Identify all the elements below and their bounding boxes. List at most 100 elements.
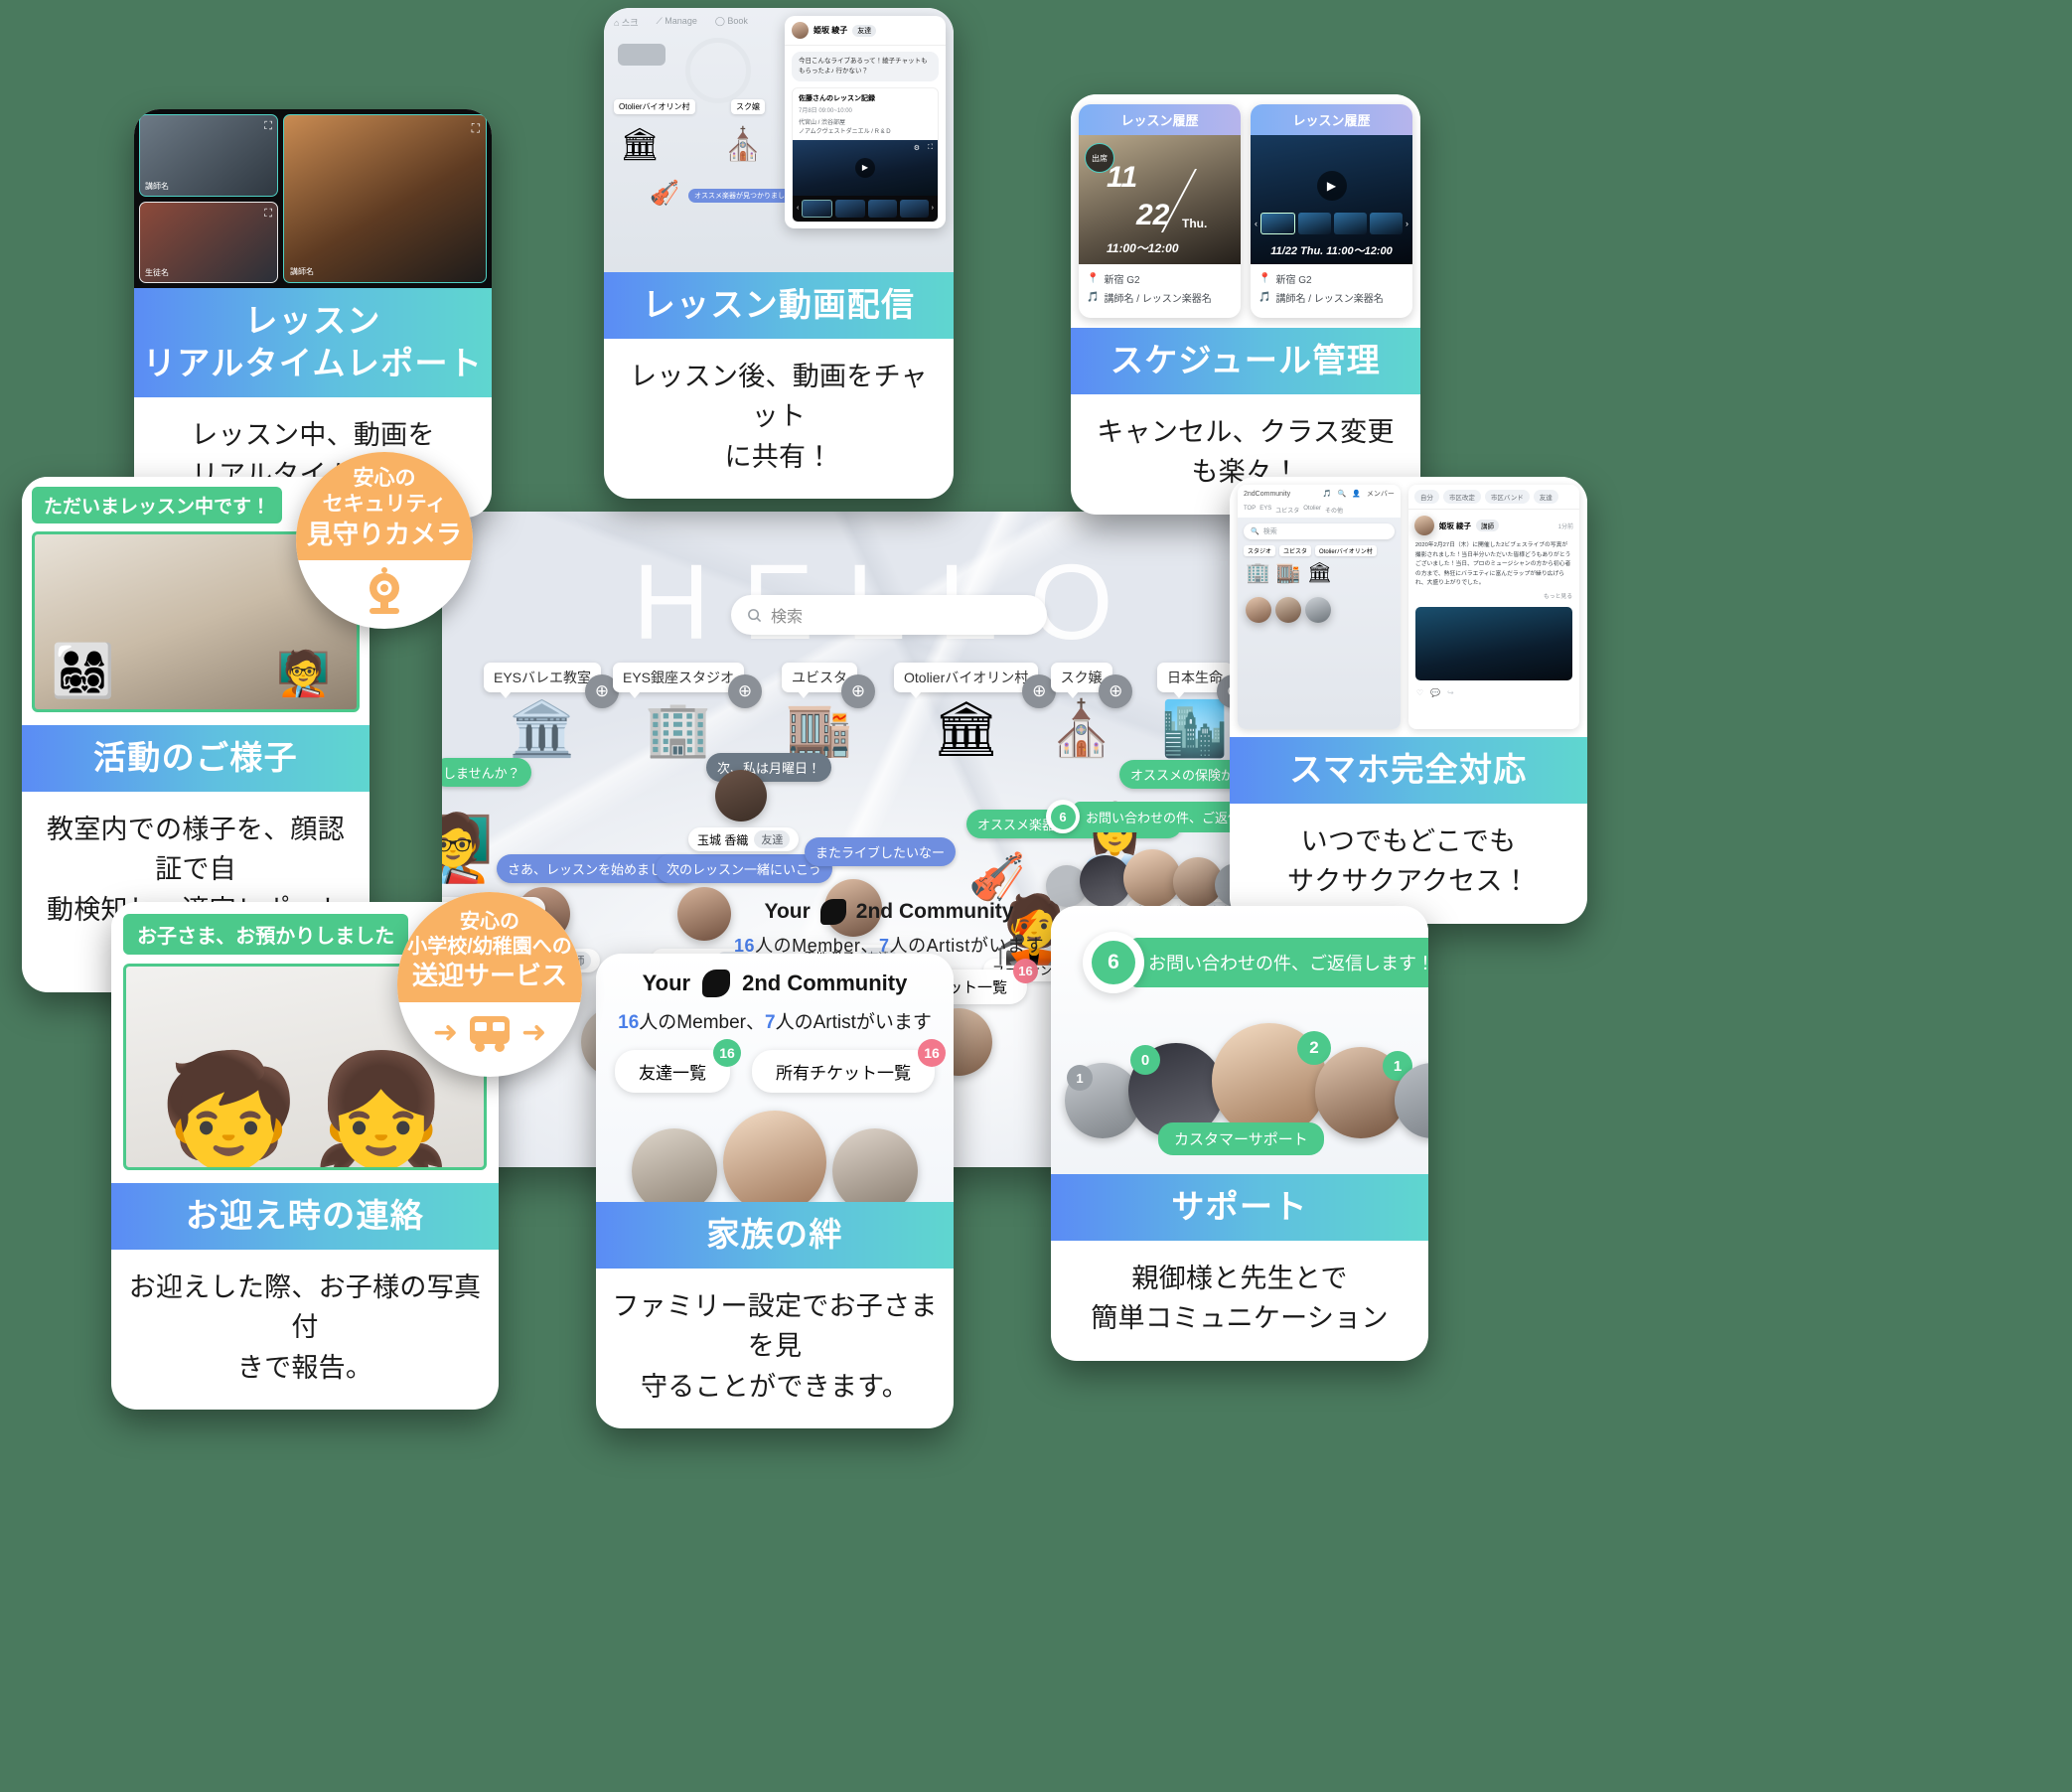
person-icon[interactable]: 👤: [1352, 491, 1361, 498]
card-family[interactable]: Your 2nd Community 16人のMember、7人のArtistが…: [596, 954, 954, 1429]
support-avatar-item[interactable]: 1: [1065, 1063, 1140, 1138]
card-support[interactable]: 6 お問い合わせの件、ご返信します！ ⊕ 1 0 2: [1051, 906, 1428, 1361]
video-tile-2[interactable]: ⛶ 講師名: [283, 114, 487, 283]
family-avatar-baby[interactable]: [723, 1111, 826, 1202]
map-poi[interactable]: ユビスタ: [1279, 545, 1312, 556]
expand-icon[interactable]: ⛶: [264, 120, 272, 132]
hero-chat-bubble-3[interactable]: 次のレッスン一緒にいこう: [656, 854, 833, 883]
thumb[interactable]: [1298, 213, 1331, 234]
family-avatar-grandpa[interactable]: [832, 1128, 918, 1202]
hero-poi-4[interactable]: スク嬢 ⊕ ⛪: [1048, 663, 1133, 756]
avatar[interactable]: [1246, 597, 1271, 623]
support-avatar-item[interactable]: 2: [1212, 1023, 1331, 1138]
video-tile-1[interactable]: ⛶ 生徒名: [139, 201, 278, 283]
app-tab-0[interactable]: 2ndCommunity: [1244, 490, 1291, 498]
hero-avatar-2[interactable]: [677, 887, 731, 941]
music-icon[interactable]: 🎵: [1322, 491, 1332, 498]
hero-poi-0[interactable]: EYSバレエ教室 ⊕ 🏛️: [484, 663, 620, 756]
desc-line-1: いつでもどこでも: [1300, 825, 1517, 856]
feed-more-link[interactable]: もっと見る: [1544, 593, 1572, 600]
desc-line-2: 簡単コミュニケーション: [1091, 1303, 1389, 1334]
magnify-icon[interactable]: ⊕: [841, 674, 875, 708]
chat-panel[interactable]: 姫坂 綾子 友達 今日こんなライブあるって！綾子チャットももらったよ♪ 行かない…: [785, 16, 946, 228]
avatar[interactable]: [1275, 597, 1301, 623]
hero-poi-3[interactable]: Otolierバイオリン村 ⊕ 🏛: [894, 663, 1057, 756]
support-avatar-1[interactable]: [1080, 855, 1131, 907]
feed-tab-0[interactable]: 自分: [1413, 490, 1439, 504]
app-map-panel[interactable]: 2ndCommunity 🎵 🔍 👤 メンバー TOP EYS ユビスタ Oto…: [1238, 485, 1401, 729]
thumb[interactable]: [835, 199, 865, 218]
family-friends-button[interactable]: 友達一覧 16: [615, 1039, 741, 1093]
hero-chat-bubble-0[interactable]: しませんか？: [442, 758, 531, 787]
post-thumbs[interactable]: ‹ ›: [793, 195, 938, 222]
expand-icon[interactable]: ⛶: [264, 207, 272, 220]
chat-post-card[interactable]: 佐藤さんのレッスン記録 7月8日 09:00~10:00 代宮山 / 渋谷部屋 …: [792, 86, 939, 223]
feed-photo[interactable]: [1414, 606, 1572, 680]
thumb[interactable]: [899, 199, 929, 218]
hero-poi-2[interactable]: ユビスタ ⊕ 🏬: [782, 663, 875, 756]
support-bubble-group[interactable]: 6 お問い合わせの件、ご返信します！ ⊕: [1083, 932, 1428, 993]
card-smartphone[interactable]: 2ndCommunity 🎵 🔍 👤 メンバー TOP EYS ユビスタ Oto…: [1230, 477, 1587, 924]
desc-line-1: レッスン中、動画を: [191, 419, 435, 450]
video-thumbs[interactable]: ‹ ›: [1255, 213, 1408, 234]
hero-poi-1[interactable]: EYS銀座スタジオ ⊕ 🏢: [613, 663, 763, 756]
support-avatar-item[interactable]: 1: [1315, 1047, 1412, 1138]
app-feed-panel[interactable]: 自分 市区改定 市区バンド 友達 姫坂 綾子 講師 1分前 2020年2月27日…: [1407, 485, 1579, 729]
subtab[interactable]: Otolier: [1303, 506, 1321, 512]
chevron-right-icon[interactable]: ›: [931, 205, 934, 212]
thumb[interactable]: [1260, 213, 1295, 234]
gear-icon[interactable]: ⚙: [913, 144, 920, 152]
card-schedule[interactable]: レッスン履歴 出席 11 22 Thu. 11:00〜12:00 📍新宿 G2 …: [1071, 94, 1420, 515]
feed-tab-1[interactable]: 市区改定: [1442, 490, 1481, 504]
avatar[interactable]: [1305, 597, 1331, 623]
thumb[interactable]: [802, 199, 833, 218]
app-tab-1[interactable]: メンバー: [1366, 491, 1395, 498]
card-realtime-report[interactable]: ⛶ 講師名 ⛶ 生徒名 ⛶ 講師名 レッスン リアルタイムレポート レッスン中、…: [134, 109, 492, 518]
hero-poi-5[interactable]: 日本生命 ⊕ 🏙️: [1157, 663, 1251, 756]
thumb[interactable]: [867, 199, 897, 218]
hero-map-panel[interactable]: HELLO 検索 EYSバレエ教室 ⊕ 🏛️ EYS銀座スタジオ ⊕ 🏢 ユビス…: [442, 512, 1336, 1167]
play-icon[interactable]: ▶: [1316, 171, 1347, 201]
app-search-input[interactable]: 🔍 検索: [1244, 523, 1395, 539]
map-poi[interactable]: スタジオ: [1244, 545, 1276, 556]
support-avatar-2[interactable]: [1123, 849, 1181, 907]
chevron-left-icon[interactable]: ‹: [1255, 219, 1258, 228]
family-tickets-button[interactable]: 所有チケット一覧 16: [752, 1039, 946, 1093]
magnify-icon[interactable]: ⊕: [1022, 674, 1057, 708]
schedule-phone-right[interactable]: レッスン履歴 ▶ ‹ › 11/22 Thu. 11:00〜12:00 📍新宿 …: [1251, 104, 1412, 318]
family-avatar-grandma[interactable]: [632, 1128, 717, 1202]
subtab[interactable]: ユビスタ: [1275, 509, 1300, 515]
subtab[interactable]: EYS: [1259, 506, 1272, 512]
feed-tab-3[interactable]: 友達: [1533, 490, 1558, 504]
map-poi[interactable]: Otolierバイオリン村: [1315, 545, 1377, 556]
expand-icon[interactable]: ⛶: [928, 143, 933, 151]
post-video[interactable]: ▶ ⚙ ⛶: [793, 139, 938, 196]
thumb[interactable]: [1334, 213, 1367, 234]
play-icon[interactable]: ▶: [855, 157, 875, 178]
support-avatar-item[interactable]: 2: [1395, 1063, 1428, 1138]
magnify-icon[interactable]: ⊕: [728, 674, 763, 708]
support-avatar-3[interactable]: [1173, 857, 1223, 907]
expand-icon[interactable]: ⛶: [471, 121, 480, 135]
schedule-phone-left[interactable]: レッスン履歴 出席 11 22 Thu. 11:00〜12:00 📍新宿 G2 …: [1079, 104, 1241, 318]
magnify-icon[interactable]: ⊕: [1099, 674, 1133, 708]
thumb[interactable]: [1370, 213, 1403, 234]
video-tile-0[interactable]: ⛶ 講師名: [139, 114, 278, 197]
hero-search-input[interactable]: 検索: [731, 595, 1047, 635]
support-desc: 親御様と先生とで 簡単コミュニケーション: [1051, 1241, 1428, 1361]
schedule-video[interactable]: ▶ ‹ › 11/22 Thu. 11:00〜12:00: [1251, 135, 1412, 264]
search-icon[interactable]: 🔍: [1337, 491, 1347, 498]
heart-icon[interactable]: ♡: [1415, 687, 1424, 697]
chevron-left-icon[interactable]: ‹: [797, 205, 800, 212]
subtab[interactable]: その他: [1324, 509, 1343, 515]
hero-avatar-0[interactable]: [715, 770, 767, 821]
card-video-delivery[interactable]: ⌂ 스크 ⟋ Manage ◯ Book ✕ Otolierバイオリン村 スク嬢…: [604, 8, 954, 500]
subtab[interactable]: TOP: [1244, 506, 1257, 512]
chevron-right-icon[interactable]: ›: [1406, 219, 1408, 228]
share-icon[interactable]: ↪: [1447, 687, 1454, 697]
feed-tab-2[interactable]: 市区バンド: [1484, 490, 1530, 504]
comment-icon[interactable]: 💬: [1430, 687, 1441, 697]
avatar-robot[interactable]: [1395, 1063, 1428, 1138]
customer-support-chip[interactable]: カスタマーサポート: [1158, 1122, 1324, 1155]
hero-chat-bubble-4[interactable]: またライブしたいなー: [805, 837, 957, 866]
